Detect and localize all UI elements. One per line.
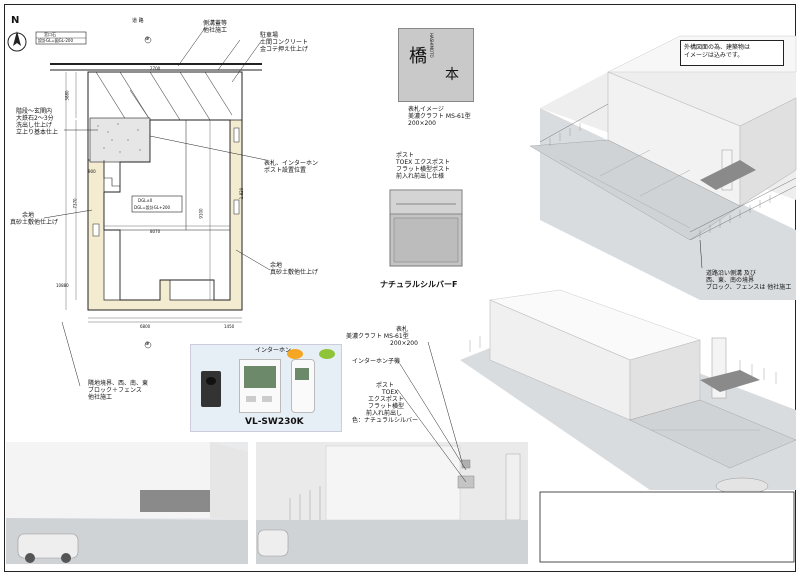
- persp2-post-1: ポスト: [376, 382, 395, 389]
- post-caption-3: フラット横型ポスト: [396, 166, 451, 173]
- mailbox-note-1: 表札、インターホン: [264, 160, 319, 167]
- door-station: [201, 371, 221, 407]
- bottom-dim-left: 6800: [140, 324, 151, 329]
- right-yard-note-1: 余地: [270, 262, 283, 269]
- mid-dim-small: 900: [88, 169, 96, 174]
- persp2-nameplate-1: 表札: [396, 326, 409, 333]
- post-caption-2: TOEX エクスポスト: [396, 159, 451, 166]
- note-line-1: 外構図面の為、建築物は: [684, 44, 751, 51]
- left-yard-note-1: 余地: [22, 212, 35, 219]
- nameplate-caption-3: 200×200: [408, 120, 436, 127]
- approach-note-4: 立上り基本仕上: [16, 129, 59, 136]
- badge-icon-2: [319, 349, 335, 359]
- persp2-post-5: 前入れ前出し: [366, 410, 403, 417]
- unlock-button: [262, 396, 272, 402]
- road-note-2: 西、東、南の境界: [706, 277, 755, 284]
- title-block-line2: 設計GL=図GL-200: [38, 38, 74, 43]
- handset-screen: [295, 368, 309, 380]
- road-note-1: 道路沿い側溝 及び: [706, 270, 756, 277]
- nameplate-kanji-2: 本: [445, 67, 459, 83]
- wireless-handset: [291, 359, 315, 413]
- persp2-nameplate-2: 美濃クラフト MS-61型: [346, 333, 409, 340]
- post-caption-4: 前入れ前出し仕様: [396, 173, 445, 180]
- inner-height: 9100: [198, 208, 204, 219]
- gl-box-line1: DGL±0: [138, 198, 153, 203]
- left-yard-note-2: 真砂土敷他仕上げ: [10, 219, 59, 226]
- intercom-panel: インターホン VL-SW230K: [190, 344, 342, 432]
- left-dim-main: 7370: [72, 198, 78, 209]
- north-label: N: [11, 15, 20, 26]
- post-color: ナチュラルシルバーF: [380, 280, 458, 289]
- top-right-note-box: 外構図面の為、建築物は イメージは込みです。: [680, 40, 784, 66]
- parking-note-3: 金コテ押え仕上げ: [260, 46, 309, 53]
- mailbox-note-2: ポスト設置位置: [264, 167, 307, 174]
- hedge-note-2: 他社施工: [203, 27, 228, 34]
- nameplate-romaji: HASHIMOTO: [429, 33, 434, 58]
- intercom-model: VL-SW230K: [245, 417, 304, 427]
- talk-button: [246, 396, 256, 402]
- approach-note-3: 洗出し仕上げ: [16, 122, 53, 129]
- boundary-note-2: ブロック＋フェンス: [88, 387, 142, 394]
- road-label: 道 路: [132, 18, 144, 24]
- right-yard-note-2: 真砂土敷他仕上げ: [270, 269, 319, 276]
- parking-note-1: 駐車場: [260, 32, 279, 39]
- persp2-post-6: 色：ナチュラルシルバー: [352, 417, 419, 424]
- persp2-post-4: フラット横型: [368, 403, 405, 410]
- left-dim-top: 3880: [64, 90, 70, 101]
- bottom-marker: ⊕: [145, 341, 150, 347]
- left-dim-total: 10880: [56, 283, 69, 288]
- hedge-note-1: 側溝蓋等: [203, 20, 228, 27]
- persp2-post-3: エクスポスト: [368, 396, 404, 403]
- nameplate-caption-2: 美濃クラフト MS-61型: [408, 113, 471, 120]
- camera-icon: [206, 377, 216, 385]
- bottom-dim-right: 1450: [224, 324, 235, 329]
- monitor-screen: [244, 366, 276, 388]
- post-caption-1: ポスト: [396, 152, 415, 159]
- badge-icon: [287, 349, 303, 359]
- parking-note-2: 土間コンクリート: [260, 39, 309, 46]
- approach-note-2: 大鉄石2～3分: [16, 115, 54, 122]
- nameplate-caption-1: 表札イメージ: [408, 106, 444, 113]
- title-block-line1: 宮口石: [44, 32, 56, 37]
- nameplate-kanji-1: 橋: [409, 46, 427, 67]
- master-monitor: [239, 359, 281, 413]
- nameplate-image: 橋 本 HASHIMOTO: [398, 28, 474, 102]
- road-note-3: ブロック、フェンスは 他社施工: [706, 284, 792, 291]
- gl-box-line2: DGL=設計GL+200: [134, 205, 171, 210]
- intercom-title: インターホン: [255, 347, 292, 354]
- persp2-intercom: インターホン子機: [352, 358, 401, 365]
- persp2-post-2: TOEX: [382, 389, 399, 396]
- approach-note-1: 階段～玄関内: [16, 108, 53, 115]
- boundary-note-1: 隣地境界、西、南、東: [88, 380, 149, 387]
- top-dimension: 2700: [150, 66, 161, 71]
- inner-width: 8070: [150, 229, 161, 234]
- note-line-2: イメージは込みです。: [684, 52, 744, 59]
- label-right: 1.820: [239, 187, 245, 200]
- persp2-nameplate-3: 200×200: [390, 340, 418, 347]
- road-marker: ⊕: [145, 36, 150, 42]
- boundary-note-3: 他社施工: [88, 394, 113, 401]
